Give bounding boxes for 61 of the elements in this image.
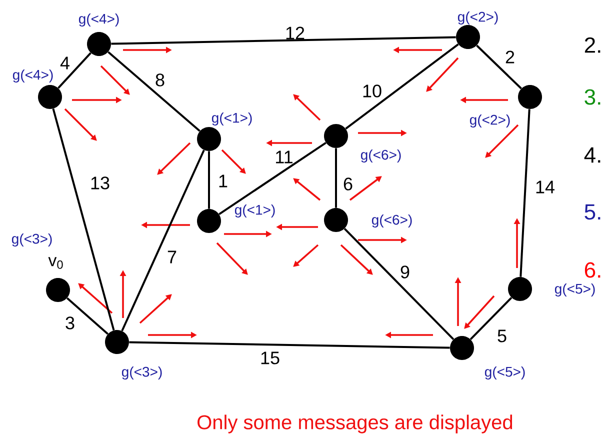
- graph-edge: [129, 341, 450, 349]
- vertex-dot: [450, 336, 474, 360]
- vertex-label: g(<3>): [122, 366, 162, 380]
- list-number: 3.: [584, 89, 600, 105]
- graph-edge: [208, 151, 210, 209]
- graph-edge: [111, 36, 456, 45]
- edge-weight: 2: [506, 50, 514, 64]
- edge-weight: 6: [344, 178, 352, 190]
- vertex-dot: [46, 278, 70, 302]
- list-number: 2.: [584, 37, 600, 53]
- graph-edge: [476, 44, 522, 90]
- edge-weight: 4: [60, 56, 70, 70]
- vertex-label: g(<3>): [12, 233, 52, 247]
- vertex-label: g(<4>): [12, 69, 53, 83]
- list-number: 6.: [584, 262, 600, 278]
- vertex-label: g(<1>): [234, 204, 275, 218]
- graph-edge: [66, 297, 109, 335]
- vertex-dot: [197, 127, 221, 151]
- edge-weight: 5: [498, 330, 506, 342]
- vertex-label: g(<2>): [458, 11, 498, 25]
- graph-edge: [121, 150, 205, 332]
- edge-weight: 13: [91, 176, 110, 190]
- vertex-dot: [324, 124, 348, 148]
- graph-edge: [344, 228, 454, 340]
- edge-weight: 14: [536, 180, 554, 194]
- vertex-label: g(<4>): [78, 13, 119, 27]
- vertex-label: g(<6>): [360, 149, 401, 163]
- graph-edge: [345, 44, 459, 130]
- vertex-dot: [38, 85, 62, 109]
- edge-weight: 11: [276, 150, 292, 164]
- list-number: 4.: [584, 147, 600, 163]
- edge-weight: 9: [400, 266, 410, 278]
- edge-weight: 10: [363, 84, 382, 98]
- vertex-dot: [518, 85, 542, 109]
- vertex-label: g(<5>): [484, 366, 525, 380]
- vertex-label: v$_{0}$: [48, 257, 63, 269]
- vertex-dot: [508, 277, 532, 301]
- graph-edge: [520, 109, 530, 277]
- vertex-label: g(<5>): [554, 283, 595, 297]
- vertex-label: g(<6>): [372, 214, 412, 228]
- vertex-dot: [105, 330, 129, 354]
- graph-edge: [108, 51, 200, 132]
- caption: Only some messages are displayed: [198, 414, 512, 434]
- list-number: 5.: [584, 204, 600, 220]
- vertex-dot: [197, 209, 221, 233]
- vertex-dot: [87, 32, 111, 56]
- vertex-dot: [456, 25, 480, 49]
- graph-edge: [470, 297, 512, 340]
- edge-weight: 15: [261, 352, 280, 364]
- graph-edge: [52, 108, 115, 330]
- graph-edge: [335, 148, 337, 208]
- edge-weight: 1: [219, 174, 228, 188]
- edge-weight: 12: [286, 26, 304, 40]
- edge-weight: 3: [66, 316, 74, 330]
- graph-edge: [218, 142, 326, 216]
- edge-weight: 8: [156, 74, 164, 86]
- edge-weight: 7: [168, 250, 176, 264]
- graph-edge: [58, 52, 92, 89]
- vertex-label: g(<1>): [212, 112, 252, 126]
- vertex-dot: [324, 208, 348, 232]
- vertex-label: g(<2>): [470, 114, 510, 128]
